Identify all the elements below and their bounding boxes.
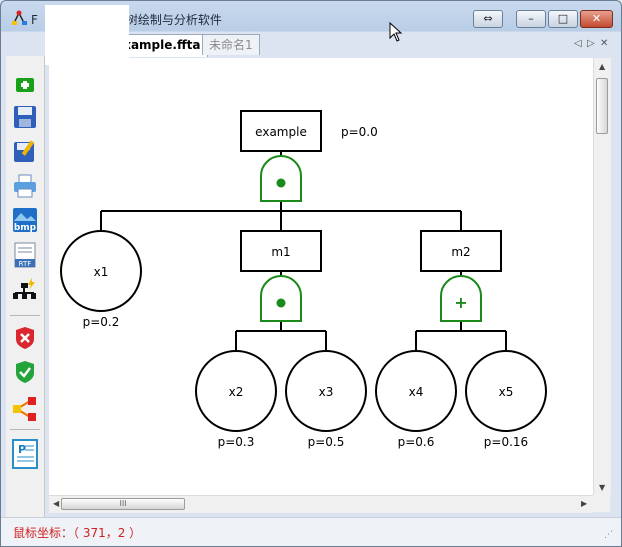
event-prob-x5: p=0.16: [484, 435, 528, 449]
new-button[interactable]: [12, 68, 38, 94]
event-label-x2: x2: [229, 385, 244, 399]
event-label-m1: m1: [271, 245, 290, 259]
auto-layout-icon: [13, 278, 36, 299]
auto-layout-button[interactable]: [12, 278, 38, 304]
event-label-x4: x4: [409, 385, 424, 399]
event-label-x5: x5: [499, 385, 514, 399]
close-button[interactable]: ✕: [580, 10, 613, 28]
save-icon: [14, 106, 36, 128]
minimize-button[interactable]: –: [516, 10, 546, 28]
svg-text:RTF: RTF: [19, 260, 32, 268]
basic-event-x3[interactable]: [285, 350, 367, 432]
scroll-left-icon[interactable]: ◀: [53, 499, 60, 508]
close-icon: ✕: [591, 12, 602, 25]
scroll-down-icon[interactable]: ▼: [599, 483, 606, 492]
app-logo-icon: [12, 10, 27, 25]
side-toolbar: bmp RTF P: [6, 56, 45, 519]
tab-untitled[interactable]: 未命名1: [202, 34, 260, 55]
resize-grip-icon[interactable]: ⋰: [604, 530, 613, 540]
intermediate-event-m1[interactable]: [240, 230, 322, 272]
export-rtf-button[interactable]: RTF: [12, 242, 38, 268]
event-prob-x2: p=0.3: [218, 435, 255, 449]
restore-size-button[interactable]: ⇔: [473, 10, 503, 28]
or-gate-m2[interactable]: [440, 275, 482, 322]
drawing-canvas[interactable]: example p=0.0 x1 p=0.2 m1 m2 + x2: [49, 58, 593, 495]
vertical-scroll-thumb[interactable]: [596, 78, 608, 134]
vertical-scrollbar[interactable]: ▲ ▼: [593, 58, 611, 495]
horizontal-scroll-thumb[interactable]: III: [61, 498, 185, 510]
and-gate-dot: [276, 178, 286, 188]
svg-text:P: P: [18, 443, 26, 456]
top-event-prob: p=0.0: [341, 125, 378, 139]
tree-view-button[interactable]: [12, 396, 38, 422]
basic-event-x2[interactable]: [195, 350, 277, 432]
delete-icon: [16, 327, 34, 349]
document-tab-bar: Example.ffta 未命名1 ◁ ▷ ✕: [6, 34, 613, 57]
toolbar-separator: [10, 315, 40, 316]
report-icon: P: [12, 439, 38, 469]
event-label-m2: m2: [451, 245, 470, 259]
maximize-button[interactable]: □: [548, 10, 578, 28]
tree-connectors: [100, 151, 507, 351]
svg-text:bmp: bmp: [14, 223, 37, 233]
delete-button[interactable]: [12, 325, 38, 351]
mouse-cursor-icon: [389, 22, 403, 42]
basic-event-x4[interactable]: [375, 350, 457, 432]
report-button[interactable]: P: [12, 439, 38, 469]
basic-event-x5[interactable]: [465, 350, 547, 432]
new-icon: [16, 78, 34, 92]
and-gate-dot: [276, 298, 286, 308]
status-bar: 鼠标坐标：（ 371，2 ） ⋰: [1, 517, 621, 546]
check-icon: [16, 361, 34, 383]
check-button[interactable]: [12, 359, 38, 385]
bmp-export-icon: bmp: [13, 208, 37, 233]
top-event-label: example: [255, 125, 307, 139]
scrollbar-corner: [593, 495, 610, 512]
save-as-button[interactable]: [12, 138, 38, 164]
event-prob-x1: p=0.2: [83, 315, 120, 329]
top-event-box[interactable]: [240, 110, 322, 152]
redacted-area: [45, 5, 129, 65]
event-prob-x3: p=0.5: [308, 435, 345, 449]
tree-icon: [13, 397, 36, 421]
rtf-export-icon: RTF: [14, 242, 36, 268]
toolbar-separator: [10, 429, 40, 430]
event-label-x1: x1: [94, 265, 109, 279]
horizontal-scrollbar[interactable]: ◀ III ▶: [49, 495, 593, 513]
save-as-icon: [14, 140, 35, 162]
tab-prev-icon[interactable]: ◁: [574, 38, 582, 49]
maximize-icon: □: [557, 12, 569, 25]
or-gate-symbol: +: [454, 293, 467, 312]
print-icon: [14, 174, 36, 198]
minimize-icon: –: [528, 12, 534, 25]
save-button[interactable]: [12, 104, 38, 130]
event-prob-x4: p=0.6: [398, 435, 435, 449]
event-label-x3: x3: [319, 385, 334, 399]
fault-tree-diagram: example p=0.0 x1 p=0.2 m1 m2 + x2: [60, 110, 547, 449]
intermediate-event-m2[interactable]: [420, 230, 502, 272]
scroll-up-icon[interactable]: ▲: [599, 62, 606, 71]
restore-icon: ⇔: [483, 12, 493, 25]
mouse-coordinates: 鼠标坐标：（ 371，2 ）: [13, 526, 142, 540]
scroll-right-icon[interactable]: ▶: [581, 499, 588, 508]
print-button[interactable]: [12, 173, 38, 199]
export-bmp-button[interactable]: bmp: [12, 207, 38, 233]
tab-next-icon[interactable]: ▷: [587, 38, 595, 49]
tab-close-icon[interactable]: ✕: [600, 38, 609, 49]
basic-event-x1[interactable]: [60, 230, 142, 312]
